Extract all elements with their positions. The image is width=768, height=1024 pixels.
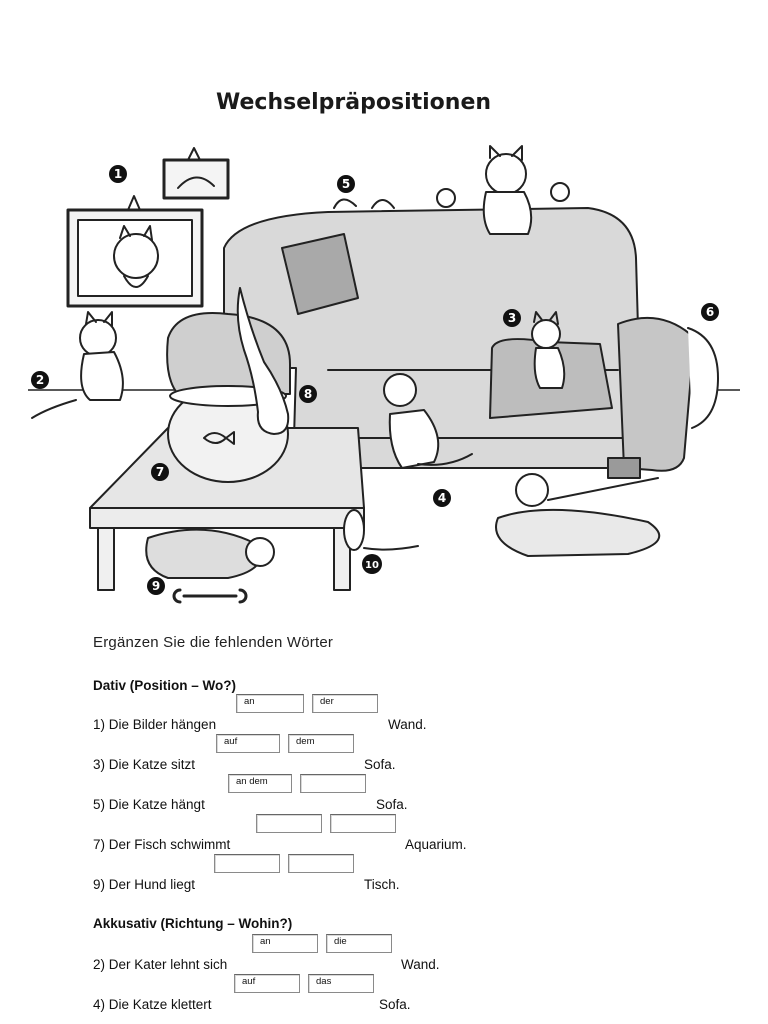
marker-6: 6 [701,303,719,321]
dativ-7-lead: 7) Der Fisch schwimmt [93,837,231,852]
akkusativ-heading: Akkusativ (Richtung – Wohin?) [93,916,293,931]
akkusativ-4-tail: Sofa. [379,997,411,1012]
marker-1: 1 [109,165,127,183]
cat-left-wall [31,311,124,419]
svg-text:9: 9 [152,579,160,593]
dativ-heading: Dativ (Position – Wo?) [93,678,237,693]
svg-text:2: 2 [36,373,44,387]
akkusativ-2-tail: Wand. [401,957,440,972]
dativ-7-article-input[interactable] [330,814,396,833]
dativ-5-lead: 5) Die Katze hängt [93,797,205,812]
akkusativ-4-preposition-input[interactable]: auf [234,974,300,993]
dativ-3-lead: 3) Die Katze sitzt [93,757,196,772]
svg-text:4: 4 [438,491,446,505]
marker-9: 9 [147,577,165,595]
cat-on-cushion [531,311,566,389]
dativ-7-tail: Aquarium. [405,837,467,852]
svg-text:5: 5 [342,177,350,191]
dativ-1-tail: Wand. [388,717,427,732]
cat-climbing-sofa [383,373,473,469]
dativ-1-preposition-input[interactable]: an [236,694,304,713]
marker-2: 2 [31,371,49,389]
dativ-1-lead: 1) Die Bilder hängen [93,717,217,732]
page-title: Wechselpräpositionen [216,90,492,115]
dativ-5-preposition-input[interactable]: an dem [228,774,292,793]
cats-on-sofa-top [333,145,570,235]
svg-text:1: 1 [114,167,122,181]
akkusativ-2-lead: 2) Der Kater lehnt sich [93,957,228,972]
svg-text:6: 6 [706,305,714,319]
dativ-3-preposition-input[interactable]: auf [216,734,280,753]
svg-text:10: 10 [365,560,379,571]
akkusativ-2-article-input[interactable]: die [326,934,392,953]
dativ-3-article-input[interactable]: dem [288,734,354,753]
dog-under-table [145,528,275,579]
mouse [343,509,419,551]
dativ-3-tail: Sofa. [364,757,396,772]
akkusativ-4-lead: 4) Die Katze klettert [93,997,212,1012]
marker-10: 10 [362,554,382,574]
dativ-5-tail: Sofa. [376,797,408,812]
marker-3: 3 [503,309,521,327]
marker-7: 7 [151,463,169,481]
dativ-5-article-input[interactable] [300,774,366,793]
cat-on-rug [495,473,661,557]
dativ-9-tail: Tisch. [364,877,400,892]
svg-text:3: 3 [508,311,516,325]
akkusativ-4-article-input[interactable]: das [308,974,374,993]
instruction-text: Ergänzen Sie die fehlenden Wörter [93,634,334,651]
marker-5: 5 [337,175,355,193]
marker-4: 4 [433,489,451,507]
dativ-7-preposition-input[interactable] [256,814,322,833]
svg-text:7: 7 [156,465,164,479]
picture-frame-large [66,195,204,308]
dativ-9-preposition-input[interactable] [214,854,280,873]
dativ-1-article-input[interactable]: der [312,694,378,713]
dativ-9-lead: 9) Der Hund liegt [93,877,196,892]
dativ-9-article-input[interactable] [288,854,354,873]
marker-8: 8 [299,385,317,403]
cats-living-room-illustration: 1 2 3 4 5 6 7 8 9 10 [28,145,740,604]
bone-icon [172,588,248,604]
picture-frame-small [162,147,230,200]
svg-text:8: 8 [304,387,312,401]
akkusativ-2-preposition-input[interactable]: an [252,934,318,953]
